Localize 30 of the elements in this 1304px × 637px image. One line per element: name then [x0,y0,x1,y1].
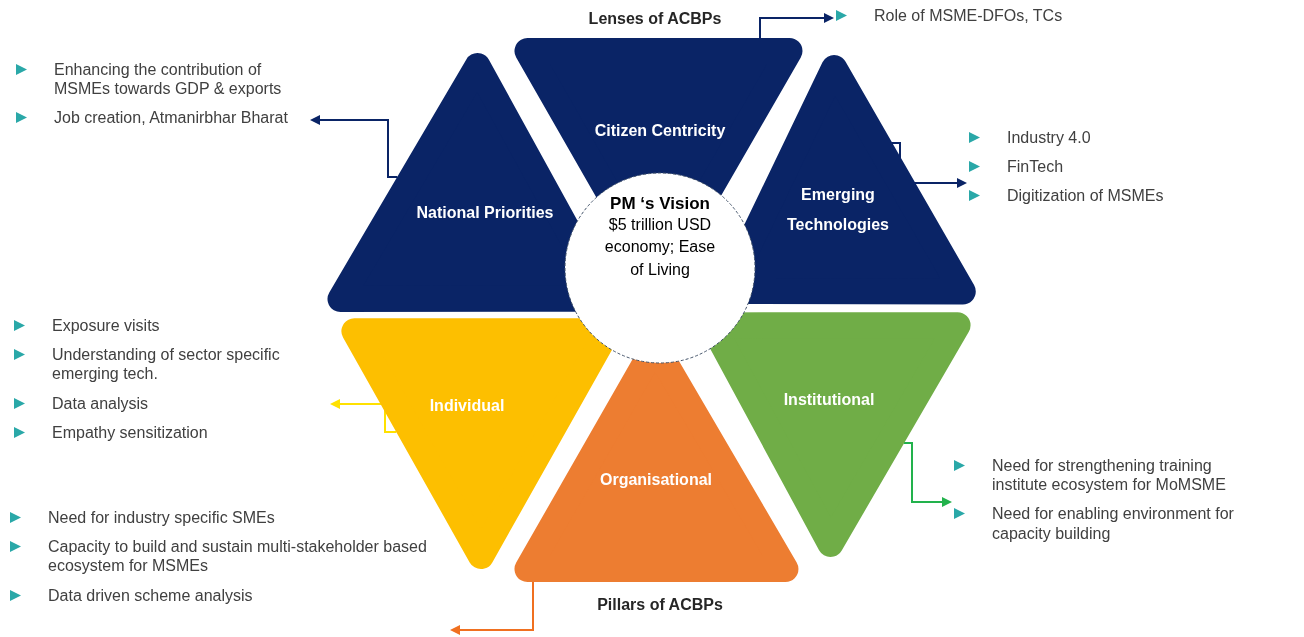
bullet-text: Capacity to build and sustain multi-stakeholder based ecosystem for MSMEs [48,538,427,575]
arrow [902,442,952,507]
bullet-text: Digitization of MSMEs [1007,187,1164,205]
arrow [759,13,834,39]
pillar-label: Citizen Centricity [593,120,727,141]
arrow [330,399,398,433]
vision-heading: PM ‘s Vision [609,194,711,214]
vision-text: $5 trillion USD economy; Ease of Living [603,215,717,280]
bullet-text: Empathy sensitization [52,423,208,441]
section-heading: Pillars of ACBPs [597,596,723,614]
pillar-label: National Priorities [415,202,555,223]
pillar-label: Emerging Technologies [786,184,890,235]
bullet-text: FinTech [1007,158,1064,176]
bullet-text: Role of MSME-DFOs, TCs [874,7,1063,24]
bullet-text: Understanding of sector specific emerging tech. [52,346,280,383]
section-heading: Lenses of ACBPs [588,10,722,28]
bullet-text: Enhancing the contribution of MSMEs towards GDP & exports [54,61,282,98]
bullet-text: Exposure visits [52,317,160,334]
arrow [450,581,534,635]
bullet-text: Industry 4.0 [1007,129,1091,146]
arrow [310,115,399,178]
pillar-label: Organisational [599,469,713,490]
bullet-text: Data analysis [52,394,149,412]
bullet-text: Job creation, Atmanirbhar Bharat [54,109,288,127]
pillar-label: Individual [428,395,506,416]
pillar-label: Institutional [782,389,876,410]
bullet-text: Need for industry specific SMEs [48,509,275,526]
bullet-text: Data driven scheme analysis [48,586,253,604]
bullet-text: Need for enabling environment for capacity building [992,505,1234,542]
bullet-text: Need for strengthening training institute ecosystem for MoMSME [992,457,1226,494]
